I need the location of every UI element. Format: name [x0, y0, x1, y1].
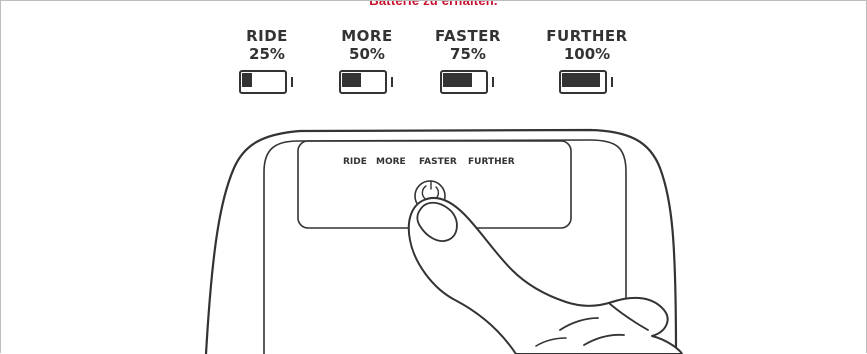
display-label-more: MORE [376, 157, 406, 167]
display-label-further: FURTHER [468, 157, 515, 167]
pressing-finger-icon [409, 198, 682, 354]
display-label-ride: RIDE [343, 157, 367, 167]
display-label-faster: FASTER [419, 157, 457, 167]
